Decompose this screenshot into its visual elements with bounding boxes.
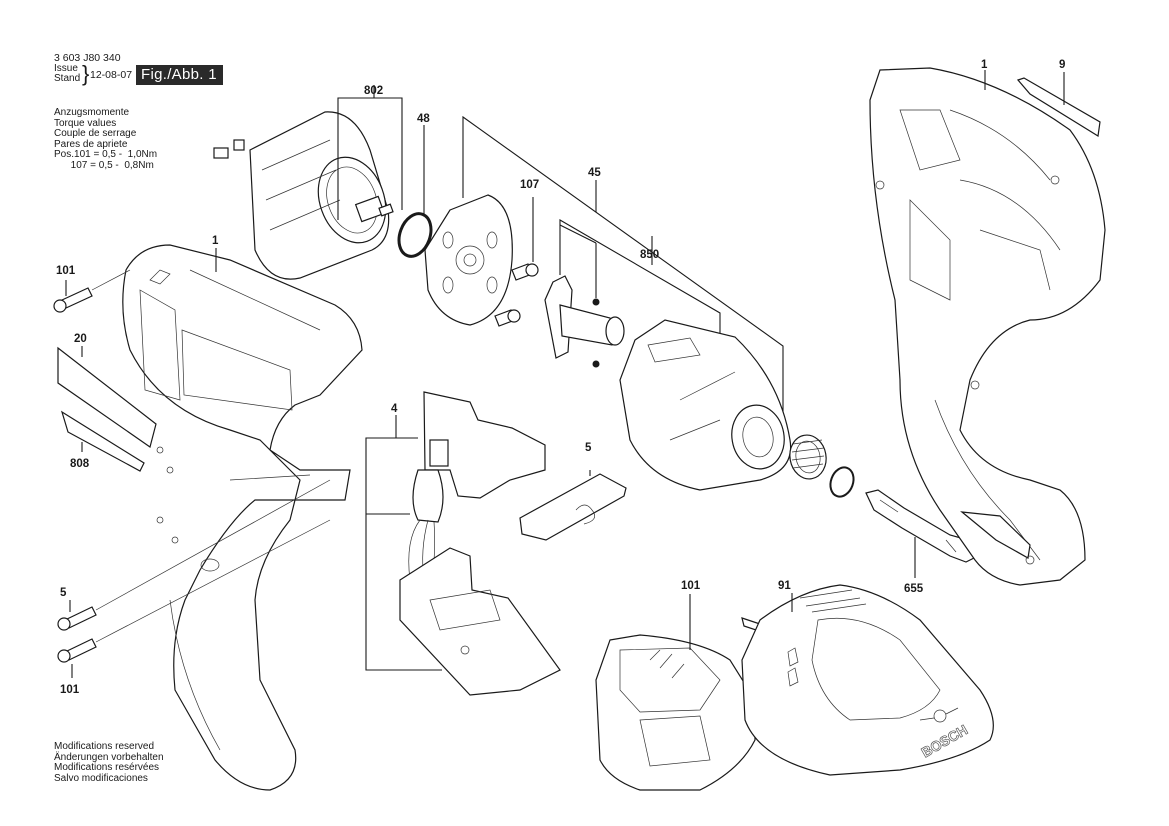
part-number: 3 603 J80 340 <box>54 52 121 64</box>
issue-label: Issue Stand <box>54 64 80 84</box>
torque-line: Anzugsmomente <box>54 107 130 118</box>
callout-850: 850 <box>640 249 659 261</box>
footer-line: Änderungen vorbehalten <box>54 751 164 763</box>
torque-line: Torque values <box>54 117 117 129</box>
callout-107: 107 <box>520 179 539 191</box>
callout-653: 91 <box>778 580 791 592</box>
gear-housing-part[interactable] <box>619 319 792 491</box>
o-ring-part[interactable] <box>393 209 436 261</box>
housing-right-part[interactable] <box>869 67 1106 586</box>
brace-glyph: } <box>82 61 90 86</box>
slide-switch-part[interactable] <box>519 473 627 541</box>
callout-5: 5 <box>585 442 592 454</box>
threaded-sleeve-part[interactable] <box>786 432 829 482</box>
screw-107-part[interactable] <box>494 263 539 327</box>
label-plate-808-part[interactable] <box>60 410 145 472</box>
screw-101-top-part[interactable] <box>53 287 93 313</box>
callout-101-bottom: 101 <box>60 684 80 696</box>
callout-4: 4 <box>391 403 398 415</box>
callout-101-top: 101 <box>56 265 76 277</box>
switch-part[interactable] <box>399 391 561 696</box>
footer-line: Modifications resérvées <box>54 762 160 773</box>
screw-101-bottom-part[interactable] <box>57 638 97 663</box>
screw-101-mid-part[interactable] <box>57 606 97 631</box>
torque-values: Anzugsmomente Torque values Couple de se… <box>54 107 158 171</box>
callout-101-mid: 5 <box>60 587 67 599</box>
callout-802: 802 <box>364 85 383 97</box>
gear-plate-part[interactable] <box>424 194 513 326</box>
modifications-notice: Modifications reserved Änderungen vorbeh… <box>54 741 164 784</box>
callout-1-left: 1 <box>212 235 219 247</box>
torque-line: 107 = 0,5 - 0,8Nm <box>54 159 154 171</box>
label-plate-9-part[interactable] <box>1016 77 1101 137</box>
footer-line: Modifications reserved <box>54 741 155 752</box>
torque-line: Pos.101 = 0,5 - 1,0Nm <box>54 149 158 160</box>
battery-pack-part[interactable] <box>595 634 756 791</box>
callout-1-right: 1 <box>981 59 988 71</box>
callout-91: 101 <box>681 580 701 592</box>
footer-line: Salvo modificaciones <box>54 772 148 784</box>
callout-48: 48 <box>417 113 430 125</box>
callout-line-802 <box>337 97 403 220</box>
housing-left-part[interactable] <box>122 244 363 791</box>
label-plate-20-part[interactable] <box>57 346 157 448</box>
callout-655: 655 <box>904 583 924 595</box>
callout-9: 9 <box>1059 59 1065 71</box>
figure-label: Fig./Abb. 1 <box>136 65 223 85</box>
callout-808: 808 <box>70 458 90 470</box>
callout-45: 45 <box>588 167 601 179</box>
torque-line: Couple de serrage <box>54 128 137 139</box>
motor-part[interactable] <box>213 111 397 280</box>
circlip-part[interactable] <box>827 464 858 500</box>
charger-part[interactable]: BOSCH <box>741 584 994 776</box>
issue-label-en: Issue <box>54 63 78 74</box>
callout-20: 20 <box>74 333 87 345</box>
issue-label-de: Stand <box>54 73 81 84</box>
issue-date: 12-08-07 <box>90 69 133 81</box>
anvil-part[interactable] <box>544 275 625 368</box>
torque-line: Pares de apriete <box>54 138 128 150</box>
